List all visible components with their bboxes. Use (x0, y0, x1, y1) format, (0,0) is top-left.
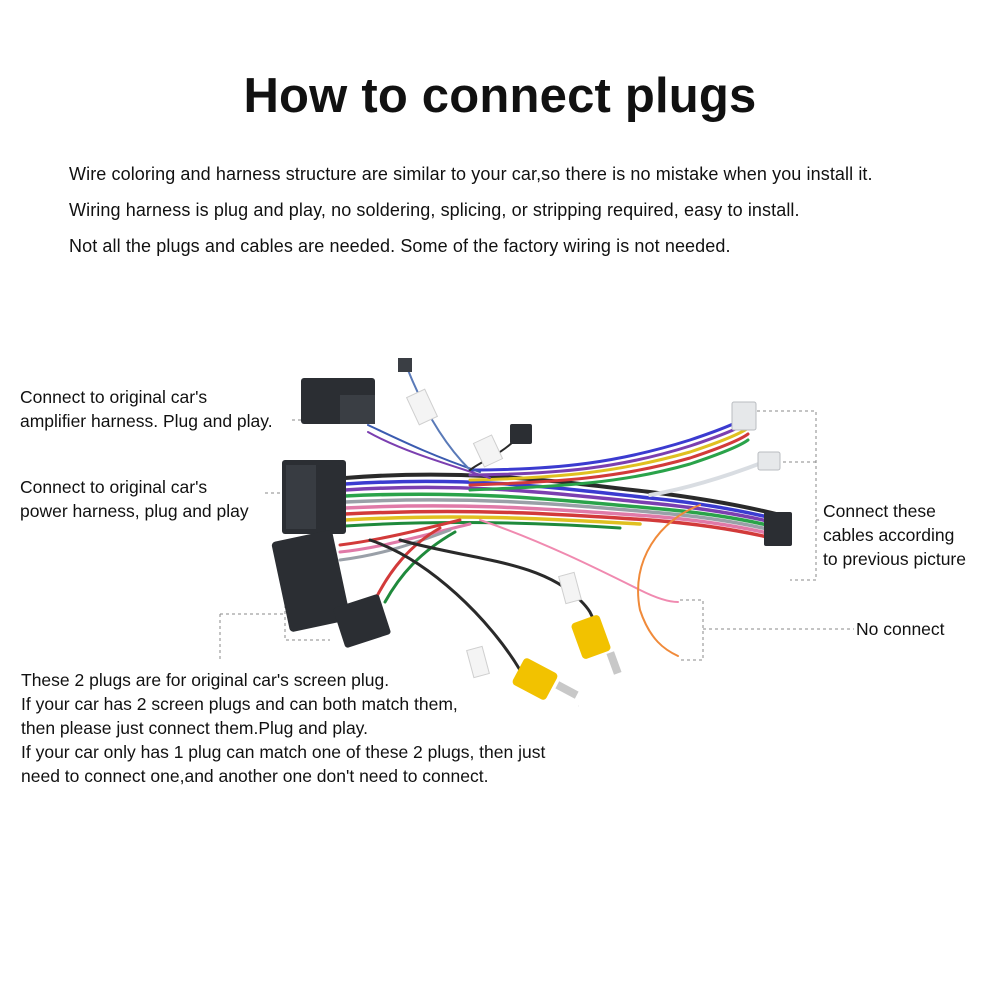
callout-screen-line-3: then please just connect them.Plug and p… (21, 718, 368, 738)
power-connector (282, 460, 346, 534)
screen-plug-small (333, 594, 391, 648)
leader-no-connect (680, 599, 854, 661)
callout-screen-line-5: need to connect one,and another one don'… (21, 766, 489, 786)
cable-tags (405, 388, 582, 679)
intro-line-1: Wire coloring and harness structure are … (69, 164, 873, 184)
small-mid-plug (510, 424, 532, 444)
intro-text: Wire coloring and harness structure are … (69, 156, 989, 264)
callout-screen-line-4: If your car only has 1 plug can match on… (21, 742, 546, 762)
screen-plug-large (271, 530, 351, 632)
rca-plug-upper (571, 615, 622, 675)
callout-screen-line-1: These 2 plugs are for original car's scr… (21, 670, 390, 690)
white-small-plug (757, 451, 781, 471)
wire-bundle (338, 369, 782, 672)
callout-power-line-2: power harness, plug and play (20, 501, 249, 521)
callout-power: Connect to original car's power harness,… (20, 475, 249, 523)
amplifier-connector (301, 378, 375, 424)
callout-no-connect: No connect (856, 619, 945, 639)
leader-screen (219, 587, 330, 660)
callout-amplifier-line-2: amplifier harness. Plug and play. (20, 411, 273, 431)
callout-screen-line-2: If your car has 2 screen plugs and can b… (21, 694, 458, 714)
leader-connect-these (757, 410, 822, 581)
callout-screen-plugs: These 2 plugs are for original car's scr… (21, 668, 545, 788)
callout-connect-these: Connect these cables according to previo… (823, 499, 966, 571)
callout-amplifier-line-1: Connect to original car's (20, 387, 208, 407)
callout-connect-these-line-3: to previous picture (823, 549, 966, 569)
callout-power-line-1: Connect to original car's (20, 477, 208, 497)
callout-connect-these-line-1: Connect these (823, 501, 936, 521)
callout-amplifier: Connect to original car's amplifier harn… (20, 385, 273, 433)
page-title: How to connect plugs (243, 69, 757, 123)
leader-lines (219, 410, 854, 661)
intro-line-2: Wiring harness is plug and play, no sold… (69, 200, 800, 220)
intro-line-3: Not all the plugs and cables are needed.… (69, 236, 731, 256)
callout-connect-these-line-2: cables according (823, 525, 955, 545)
small-top-plug (398, 358, 412, 372)
black-right-connector (764, 512, 792, 546)
white-connector (731, 401, 757, 431)
rca-plug-lower (512, 658, 579, 700)
